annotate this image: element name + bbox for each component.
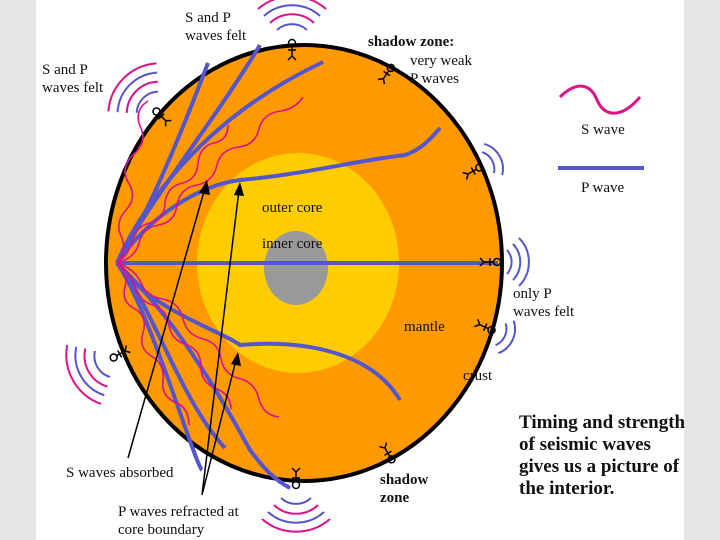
label-only-p-1: only P [513,286,552,302]
p-wave-path [115,261,402,402]
label-shadow-zone-bottom-2: zone [380,490,410,506]
legend: S wave P wave [558,84,644,196]
label-mantle: mantle [404,319,445,335]
background-left [0,0,36,540]
seismograph-stations [65,0,530,533]
label-p-refracted-1: P waves refracted at [118,504,239,520]
station-icon [379,442,396,464]
caption-line-3: gives us a picture of [519,456,680,477]
caption-line-4: the interior. [519,478,614,499]
arrow-s-absorbed [127,187,206,459]
station-icon [257,0,327,61]
station-icon [65,344,131,405]
legend-p-wave-label: P wave [581,180,625,196]
label-shadow-zone-bottom-1: shadow [380,472,429,488]
label-very-weak-1: very weak [410,53,473,69]
s-wave-path [116,96,304,264]
station-icon [462,142,504,180]
station-icon [261,467,331,533]
label-only-p-2: waves felt [513,304,575,320]
label-p-refracted-2: core boundary [118,522,205,538]
label-very-weak-2: P waves [410,71,459,87]
p-wave-path [115,261,204,472]
p-wave-swatch [558,166,644,170]
arrowhead [234,182,244,196]
diagram-labels: S and P waves felt S and P waves felt sh… [42,10,575,538]
station-icon [107,62,172,127]
pointer-arrows [127,187,240,496]
s-wave-path [116,100,149,264]
legend-s-wave-label: S wave [581,122,625,138]
arrowhead [199,180,210,195]
label-shadow-zone: shadow zone: [368,34,454,50]
station-icon [479,237,530,287]
caption-line-2: of seismic waves [519,434,651,455]
caption-line-1: Timing and strength [519,412,686,433]
p-wave-path [115,60,324,264]
p-wave-path [115,261,291,490]
label-sp-top-2: waves felt [185,28,247,44]
label-sp-left-1: S and P [42,62,88,78]
label-sp-top-1: S and P [185,10,231,26]
p-wave-path [115,126,442,265]
s-wave-path [116,262,190,426]
station-icon [474,319,517,355]
caption: Timing and strength of seismic waves giv… [519,412,686,499]
label-outer-core: outer core [262,200,323,216]
label-s-absorbed: S waves absorbed [66,465,174,481]
arrowheads [199,180,244,366]
inner-core [264,231,328,305]
background-right [684,0,720,540]
s-wave-swatch [558,84,642,115]
arrowhead [231,352,241,366]
arrow-p-refracted-1 [201,189,240,496]
s-wave-path [116,124,229,264]
arrow-p-refracted-2 [201,359,237,496]
label-crust: crust [463,368,493,384]
station-icon [377,63,396,85]
label-sp-left-2: waves felt [42,80,104,96]
label-inner-core: inner core [262,236,323,252]
p-wave-paths [115,43,498,490]
s-wave-path [116,262,280,418]
